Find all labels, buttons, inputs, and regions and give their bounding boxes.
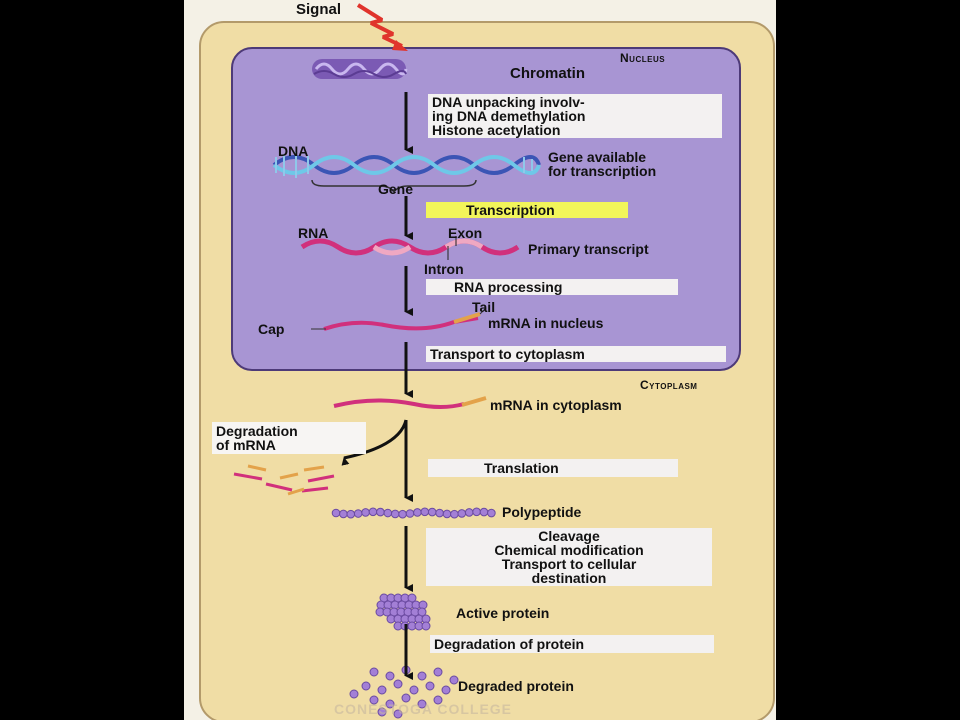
degradation-mrna-line-1: Degradation bbox=[216, 423, 298, 439]
degraded-protein-bead bbox=[409, 685, 419, 695]
degraded-protein-bead bbox=[417, 671, 427, 681]
degradation-mrna-step-box: Degradation of mRNA bbox=[212, 422, 366, 454]
polypeptide-bead bbox=[346, 509, 356, 519]
polypeptide-bead bbox=[442, 509, 452, 519]
polypeptide-bead bbox=[383, 508, 393, 518]
polypeptide-bead bbox=[368, 507, 378, 517]
mrna-nucleus-label: mRNA in nucleus bbox=[488, 315, 604, 331]
unpacking-line-1: DNA unpacking involv- bbox=[432, 94, 585, 110]
mrna-cytoplasm-label: mRNA in cytoplasm bbox=[490, 397, 622, 413]
degraded-protein-bead bbox=[385, 699, 395, 709]
active-protein-icon bbox=[375, 593, 431, 631]
polypeptide-bead bbox=[398, 509, 407, 519]
polypeptide-chain-icon bbox=[331, 507, 496, 519]
degraded-protein-bead bbox=[385, 671, 395, 681]
polypeptide-bead bbox=[339, 509, 348, 519]
degraded-protein-bead bbox=[393, 679, 403, 689]
mrna-nucleus-icon bbox=[323, 312, 481, 331]
degraded-protein-bead bbox=[361, 681, 371, 691]
polypeptide-bead bbox=[361, 508, 370, 517]
degraded-mrna-fragments-icon bbox=[233, 464, 335, 496]
rna-processing-step-box: RNA processing bbox=[426, 279, 678, 295]
polypeptide-bead bbox=[331, 508, 341, 518]
transcription-step-box: Transcription bbox=[426, 202, 628, 218]
polypeptide-label: Polypeptide bbox=[502, 504, 582, 520]
nucleus-label: Nucleus bbox=[620, 51, 666, 65]
polypeptide-bead bbox=[353, 509, 363, 518]
degraded-protein-bead bbox=[377, 685, 387, 695]
modification-line-1: Cleavage bbox=[538, 528, 600, 544]
degraded-protein-bead bbox=[417, 699, 427, 709]
cytoplasm-label: Cytoplasm bbox=[640, 378, 698, 392]
degraded-protein-bead bbox=[433, 667, 443, 677]
intron-label: Intron bbox=[424, 261, 464, 277]
degraded-protein-bead bbox=[425, 681, 435, 691]
degraded-protein-bead bbox=[401, 693, 411, 703]
exon-label: Exon bbox=[448, 225, 483, 241]
flow-arrows bbox=[341, 92, 413, 680]
chromatin-icon bbox=[312, 59, 408, 79]
degraded-protein-bead bbox=[393, 709, 403, 719]
polypeptide-bead bbox=[420, 507, 430, 517]
degraded-protein-bead bbox=[377, 707, 387, 717]
modification-line-2: Chemical modification bbox=[494, 542, 644, 558]
tail-label: Tail bbox=[472, 299, 496, 315]
polypeptide-bead bbox=[376, 507, 385, 517]
translation-step-box: Translation bbox=[428, 459, 678, 477]
unpacking-line-2: ing DNA demethylation bbox=[432, 108, 586, 124]
degraded-protein-bead bbox=[349, 689, 359, 699]
degradation-protein-step-box: Degradation of protein bbox=[430, 635, 714, 653]
polypeptide-bead bbox=[450, 509, 459, 519]
degradation-mrna-line-2: of mRNA bbox=[216, 437, 276, 453]
polypeptide-bead bbox=[487, 508, 496, 518]
polypeptide-bead bbox=[472, 507, 481, 517]
degraded-protein-label: Degraded protein bbox=[458, 678, 574, 694]
degraded-protein-icon bbox=[349, 665, 459, 719]
polypeptide-bead bbox=[457, 509, 467, 518]
polypeptide-bead bbox=[405, 509, 415, 518]
gene-label: Gene bbox=[378, 181, 414, 197]
signal-bolt-icon bbox=[356, 3, 403, 48]
modification-step-box: Cleavage Chemical modification Transport… bbox=[426, 528, 712, 586]
primary-transcript-icon bbox=[300, 238, 520, 256]
polypeptide-bead bbox=[435, 508, 444, 518]
bottom-watermark: CONESTOGA COLLEGE bbox=[334, 701, 513, 717]
degraded-protein-bead bbox=[369, 695, 379, 705]
unpacking-line-3: Histone acetylation bbox=[432, 122, 561, 138]
signal-label: Signal bbox=[296, 1, 342, 18]
rna-label: RNA bbox=[298, 225, 329, 241]
gene-brace bbox=[311, 179, 477, 194]
degraded-protein-bead bbox=[433, 695, 443, 705]
polypeptide-bead bbox=[413, 508, 422, 517]
modification-line-4: destination bbox=[531, 570, 607, 586]
modification-line-3: Transport to cellular bbox=[501, 556, 637, 572]
primary-transcript-label: Primary transcript bbox=[528, 241, 649, 257]
figure-page: Signal Nucleus Chromatin DNA unpacking i… bbox=[184, 0, 776, 720]
polypeptide-bead bbox=[464, 508, 474, 517]
tail-pointer bbox=[479, 307, 487, 315]
dna-label: DNA bbox=[278, 143, 309, 159]
transport-step-box: Transport to cytoplasm bbox=[426, 346, 726, 362]
degraded-protein-bead bbox=[441, 685, 451, 695]
active-protein-bead bbox=[421, 621, 431, 631]
polypeptide-bead bbox=[427, 507, 437, 517]
cap-label: Cap bbox=[258, 321, 285, 337]
mrna-cytoplasm-icon bbox=[333, 396, 487, 409]
active-protein-label: Active protein bbox=[456, 605, 550, 621]
degraded-protein-bead bbox=[369, 667, 379, 677]
unpacking-step-box: DNA unpacking involv- ing DNA demethylat… bbox=[428, 94, 722, 138]
dna-helix-icon bbox=[272, 152, 541, 178]
chromatin-label: Chromatin bbox=[510, 65, 585, 82]
gene-available-label: Gene available for transcription bbox=[548, 150, 656, 178]
gene-available-line-2: for transcription bbox=[548, 163, 657, 179]
polypeptide-bead bbox=[479, 507, 489, 517]
signal-arrowhead-icon bbox=[392, 40, 408, 51]
polypeptide-bead bbox=[390, 509, 400, 519]
degraded-protein-bead bbox=[449, 675, 459, 685]
gene-available-line-1: Gene available bbox=[548, 149, 647, 165]
